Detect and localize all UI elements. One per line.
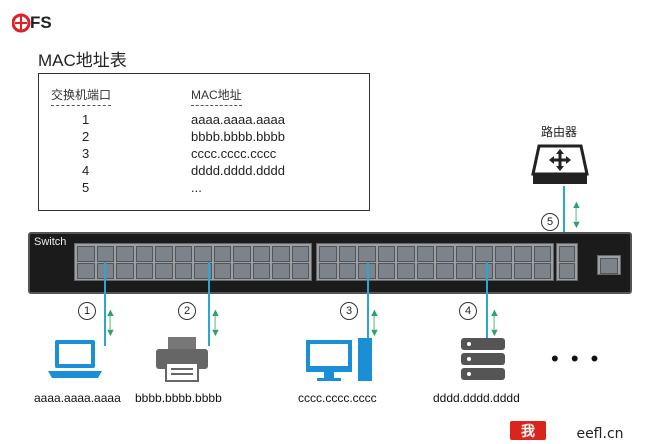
mac-table-title: MAC地址表 (38, 51, 127, 70)
bidirectional-arrow-icon: ▲│▼ (571, 199, 582, 231)
fs-logo (12, 13, 31, 33)
device-mac-label: bbbb.bbbb.bbbb (135, 391, 222, 405)
router-icon (531, 144, 589, 184)
mac-table: 交换机端口 MAC地址 1 aaaa.aaaa.aaaa 2 bbbb.bbbb… (38, 73, 370, 211)
logo-text: FS (30, 13, 52, 32)
header-mac-address: MAC地址 (191, 86, 242, 106)
port-number-badge: 4 (459, 302, 477, 320)
table-row: 3 cccc.cccc.cccc (39, 146, 369, 163)
switch-label: Switch (34, 236, 67, 248)
row-mac: cccc.cccc.cccc (191, 146, 277, 161)
svg-text:eefl.cn: eefl.cn (576, 426, 623, 442)
row-mac: ... (191, 180, 202, 195)
server-icon (461, 338, 505, 380)
row-port: 2 (82, 129, 90, 144)
cable-port-4 (486, 262, 488, 346)
bidirectional-arrow-icon: ▲│▼ (210, 307, 221, 339)
header-switch-port: 交换机端口 (51, 86, 112, 106)
device-mac-label: dddd.dddd.dddd (433, 391, 520, 405)
port-number-badge: 3 (340, 302, 358, 320)
router-label: 路由器 (541, 125, 578, 139)
device-mac-label: cccc.cccc.cccc (298, 391, 377, 405)
port-group (74, 243, 312, 281)
row-mac: bbbb.bbbb.bbbb (191, 129, 285, 144)
table-row: 1 aaaa.aaaa.aaaa (39, 112, 369, 129)
cable-port-3 (367, 262, 369, 346)
cable-port-2 (208, 262, 210, 346)
more-devices-ellipsis: • • • (551, 346, 602, 371)
bidirectional-arrow-icon: ▲│▼ (105, 307, 116, 339)
table-row: 4 dddd.dddd.dddd (39, 163, 369, 180)
row-mac: dddd.dddd.dddd (191, 163, 285, 178)
site-watermark-logo: 我 eefl.cn (510, 421, 624, 442)
bidirectional-arrow-icon: ▲│▼ (489, 307, 500, 339)
row-port: 1 (82, 112, 90, 127)
console-port (597, 255, 621, 275)
port-number-badge: 5 (541, 213, 559, 231)
cable-port-1 (104, 262, 106, 346)
row-port: 5 (82, 180, 90, 195)
port-number-badge: 1 (78, 302, 96, 320)
row-port: 4 (82, 163, 90, 178)
laptop-icon (48, 340, 102, 378)
table-row: 2 bbbb.bbbb.bbbb (39, 129, 369, 146)
row-mac: aaaa.aaaa.aaaa (191, 112, 285, 127)
sfp-ports (556, 243, 578, 281)
router-uplink (563, 186, 565, 246)
port-group (316, 243, 554, 281)
row-port: 3 (82, 146, 90, 161)
table-row: 5 ... (39, 180, 369, 197)
bidirectional-arrow-icon: ▲│▼ (369, 307, 380, 339)
printer-icon (156, 337, 208, 382)
device-mac-label: aaaa.aaaa.aaaa (34, 391, 121, 405)
svg-text:我: 我 (521, 424, 535, 440)
port-number-badge: 2 (178, 302, 196, 320)
computer-icon (306, 338, 372, 381)
